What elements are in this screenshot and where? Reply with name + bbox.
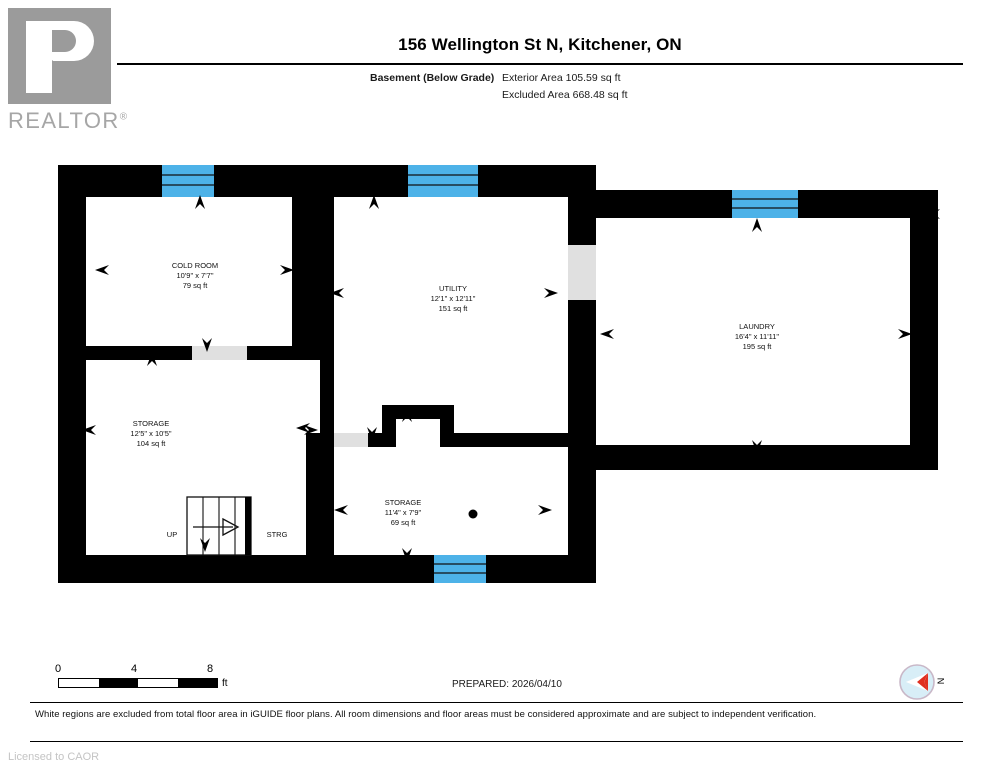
compass-north-label: N bbox=[935, 677, 946, 685]
licensed-to-text: Licensed to CAOR bbox=[8, 751, 100, 763]
dim-arrow-left bbox=[600, 329, 614, 339]
room-label-cold-room: COLD ROOM 10'9" x 7'7" 79 sq ft bbox=[172, 261, 218, 290]
window-storage-south bbox=[434, 555, 486, 583]
registered-trademark-icon: ® bbox=[119, 111, 129, 123]
dim-arrow-up bbox=[147, 352, 157, 366]
room-area: 151 sq ft bbox=[439, 304, 469, 313]
plan-subtitle: Basement (Below Grade) Exterior Area 105… bbox=[370, 70, 628, 104]
room-dimensions: 12'5" x 10'5" bbox=[130, 429, 171, 438]
dim-arrow-down bbox=[200, 538, 210, 552]
room-name: UTILITY bbox=[439, 284, 467, 293]
room-dimensions: 11'4" x 7'9" bbox=[385, 508, 422, 517]
window-utility-north bbox=[408, 165, 478, 197]
column-marker bbox=[468, 509, 478, 519]
room-dimensions: 10'9" x 7'7" bbox=[177, 271, 214, 280]
level-label: Basement (Below Grade) bbox=[370, 72, 495, 84]
realtor-wordmark-text: REALTOR bbox=[8, 108, 120, 133]
doorway-group bbox=[192, 245, 596, 447]
doorway-utility-laundry bbox=[568, 245, 596, 300]
window-laundry-north bbox=[732, 190, 798, 218]
dim-arrow-right bbox=[544, 288, 558, 298]
compass-icon bbox=[899, 664, 935, 700]
dim-arrow-up bbox=[195, 195, 205, 209]
staircase bbox=[186, 496, 252, 556]
exterior-area-text: Exterior Area 105.59 sq ft bbox=[502, 72, 621, 84]
realtor-r-mark bbox=[8, 8, 111, 104]
scale-tick-4: 4 bbox=[131, 663, 138, 675]
room-dimensions: 12'1" x 12'11" bbox=[431, 294, 476, 303]
header-divider bbox=[117, 63, 963, 65]
dim-arrow-right bbox=[926, 209, 940, 219]
disclaimer-divider bbox=[30, 702, 963, 703]
scale-unit-label: ft bbox=[222, 678, 228, 689]
dim-arrow-right bbox=[898, 329, 912, 339]
dim-arrow-down bbox=[202, 338, 212, 352]
dim-arrow-down bbox=[752, 440, 762, 454]
doorway-coldroom-storage bbox=[192, 346, 247, 360]
room-label-laundry: LAUNDRY 16'4" x 11'11" 195 sq ft bbox=[735, 322, 780, 351]
room-label-storage-upper: STORAGE 12'5" x 10'5" 104 sq ft bbox=[130, 419, 171, 448]
room-name: COLD ROOM bbox=[172, 261, 218, 270]
footer-divider bbox=[30, 741, 963, 742]
dim-arrow-right bbox=[538, 505, 552, 515]
dim-arrow-left bbox=[334, 505, 348, 515]
room-dimensions: 16'4" x 11'11" bbox=[735, 332, 780, 341]
room-area: 69 sq ft bbox=[391, 518, 417, 527]
realtor-wordmark: REALTOR® bbox=[8, 108, 128, 134]
scale-tick-8: 8 bbox=[207, 663, 214, 675]
window-group bbox=[162, 165, 798, 583]
prepared-date: PREPARED: 2026/04/10 bbox=[452, 679, 562, 690]
dim-arrow-right bbox=[296, 423, 310, 433]
room-area: 195 sq ft bbox=[743, 342, 773, 351]
room-area: 104 sq ft bbox=[137, 439, 167, 448]
dim-arrow-down bbox=[402, 548, 412, 562]
page-title: 156 Wellington St N, Kitchener, ON bbox=[398, 35, 682, 54]
dim-arrow-down bbox=[367, 427, 377, 441]
scale-bar bbox=[58, 678, 218, 688]
excluded-area-text: Excluded Area 668.48 sq ft bbox=[502, 89, 628, 101]
dim-arrow-right bbox=[280, 265, 294, 275]
realtor-logo: REALTOR® bbox=[8, 8, 127, 138]
dim-arrow-left bbox=[95, 265, 109, 275]
room-name: LAUNDRY bbox=[739, 322, 775, 331]
window-coldroom-north bbox=[162, 165, 214, 197]
dim-arrow-up bbox=[752, 218, 762, 232]
stairs-up-label: UP bbox=[167, 530, 177, 539]
storage-closet-label: STRG bbox=[267, 530, 288, 539]
room-name: STORAGE bbox=[385, 498, 422, 507]
dimension-arrows bbox=[82, 195, 940, 562]
room-label-utility: UTILITY 12'1" x 12'11" 151 sq ft bbox=[431, 284, 476, 313]
dim-arrow-left bbox=[82, 425, 96, 435]
scale-tick-0: 0 bbox=[55, 663, 62, 675]
disclaimer-text: White regions are excluded from total fl… bbox=[35, 709, 817, 720]
dim-arrow-left bbox=[330, 288, 344, 298]
room-name: STORAGE bbox=[133, 419, 170, 428]
dim-arrow-up bbox=[369, 195, 379, 209]
dim-arrow-up bbox=[402, 408, 412, 422]
room-area: 79 sq ft bbox=[183, 281, 209, 290]
room-labels: COLD ROOM 10'9" x 7'7" 79 sq ft UTILITY … bbox=[130, 261, 779, 539]
doorway-utility-storage bbox=[334, 433, 368, 447]
dim-arrow-right bbox=[304, 425, 318, 435]
room-label-storage-lower: STORAGE 11'4" x 7'9" 69 sq ft bbox=[385, 498, 422, 527]
